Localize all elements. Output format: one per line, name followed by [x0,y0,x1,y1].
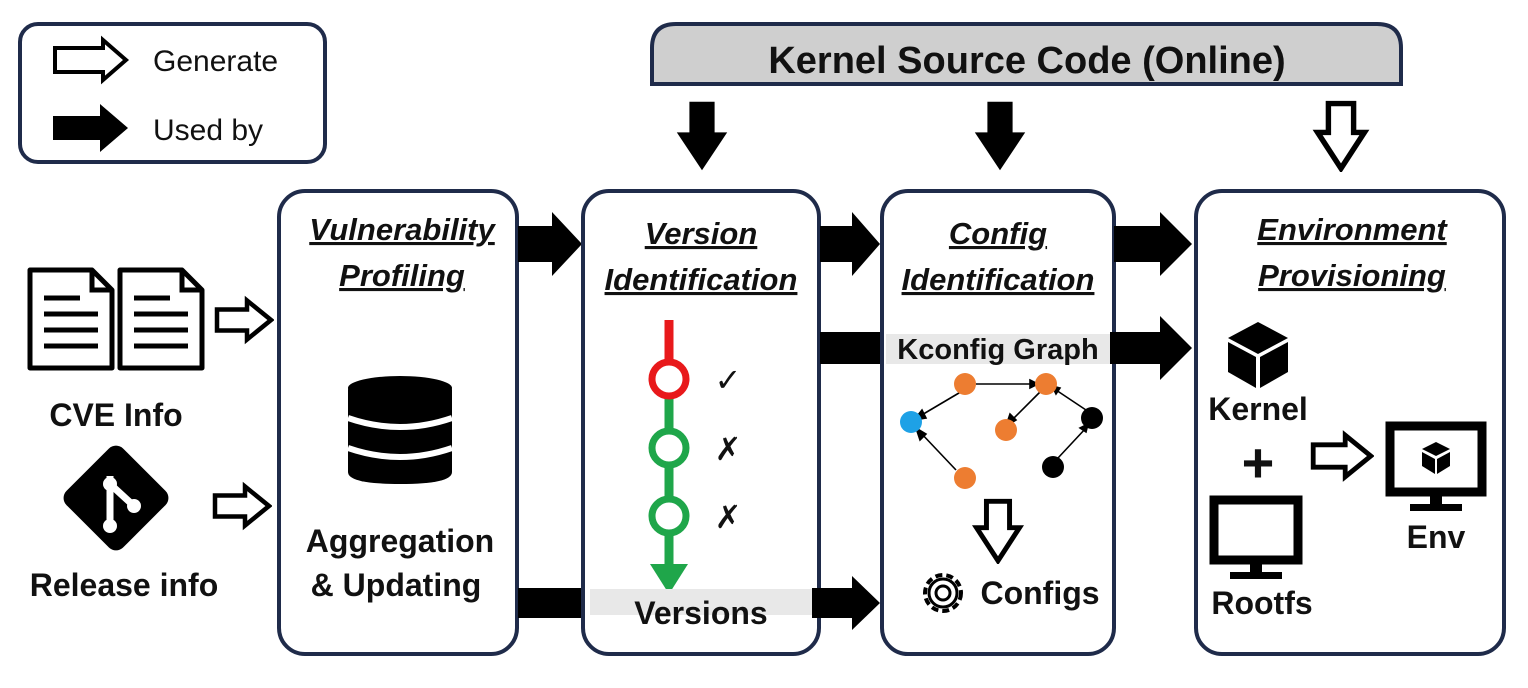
plus-sign: + [1242,431,1275,494]
commit-node [648,427,690,469]
database-icon [347,376,453,484]
stage-title-line1: Vulnerability [309,212,496,247]
graph-node [1042,456,1064,478]
release-generate-arrow [215,487,269,526]
env-label: Env [1407,519,1466,555]
document-icon [117,267,205,371]
graph-node [900,411,922,433]
stage-version-identification: Version Identification ✓ ✗ ✗ Versions [581,189,821,656]
commit-node [648,358,690,400]
stage-body-line1: Aggregation [306,523,494,559]
stage-environment-provisioning: Environment Provisioning Kernel + Rootfs [1194,189,1506,656]
versions-band [590,589,812,615]
legend-used-by-label: Used by [153,114,263,147]
banner-used-by-version-arrow [676,101,728,171]
cube-icon [1228,322,1288,388]
kconfig-used-by-env-arrow [1110,316,1192,380]
stage-body-line2: & Updating [311,567,482,603]
document-icon [27,267,115,371]
banner-generate-env-arrow [1318,104,1365,169]
kernel-label: Kernel [1208,391,1308,427]
graph-node [954,373,976,395]
legend-generate-label: Generate [153,45,278,78]
graph-node [1035,373,1057,395]
kconfig-band [886,334,1110,364]
stage-title-line2: Identification [902,262,1095,297]
commit-history: ✓ ✗ ✗ [648,320,742,594]
graph-node [954,467,976,489]
release-info-input: Release info [30,445,219,603]
cube-icon [1422,442,1450,474]
profiling-used-by-version-arrow [518,212,582,276]
env-monitor-icon [1385,421,1487,511]
stage-title-line2: Identification [605,262,798,297]
stage-title-line2: Profiling [339,258,465,293]
stage-box [581,189,821,656]
gear-icon [923,573,963,613]
kernel-source-banner: Kernel Source Code (Online) [650,22,1403,86]
commit-mark: ✓ [715,362,742,398]
configs-label: Configs [980,575,1099,611]
versions-label: Versions [634,595,767,631]
generate-arrow-icon [53,35,130,85]
stage-title-line1: Environment [1257,212,1448,247]
used-by-arrow-icon [53,104,128,152]
banner-label: Kernel Source Code (Online) [768,40,1285,82]
stage-vulnerability-profiling: Vulnerability Profiling Aggregation & Up… [277,189,519,656]
commit-node [648,495,690,537]
rootfs-label: Rootfs [1211,585,1312,621]
legend: Generate Used by [18,22,327,164]
graph-node [995,419,1017,441]
stage-title-line1: Config [949,216,1047,251]
monitor-icon [1209,495,1303,579]
version-used-by-config-arrow [820,212,880,276]
kconfig-graph-label: Kconfig Graph [897,334,1098,366]
release-info-label: Release info [30,567,219,603]
stage-title-line1: Version [645,216,758,251]
versions-used-by-config-arrow [812,576,880,630]
cve-generate-arrow [217,301,271,340]
version-to-kconfig-line [820,332,886,364]
cve-info-input: CVE Info [27,267,205,433]
stage-title-line2: Provisioning [1258,258,1446,293]
graph-node [1081,407,1103,429]
stage-config-identification: Config Identification Kconfig Graph [880,189,1116,656]
banner-used-by-config-arrow [974,101,1026,171]
commit-arrowhead [650,564,688,594]
cve-info-label: CVE Info [49,397,182,433]
git-icon [63,445,169,551]
config-used-by-env-arrow [1114,212,1192,276]
commit-mark: ✗ [715,431,742,467]
commit-mark: ✗ [715,499,742,535]
